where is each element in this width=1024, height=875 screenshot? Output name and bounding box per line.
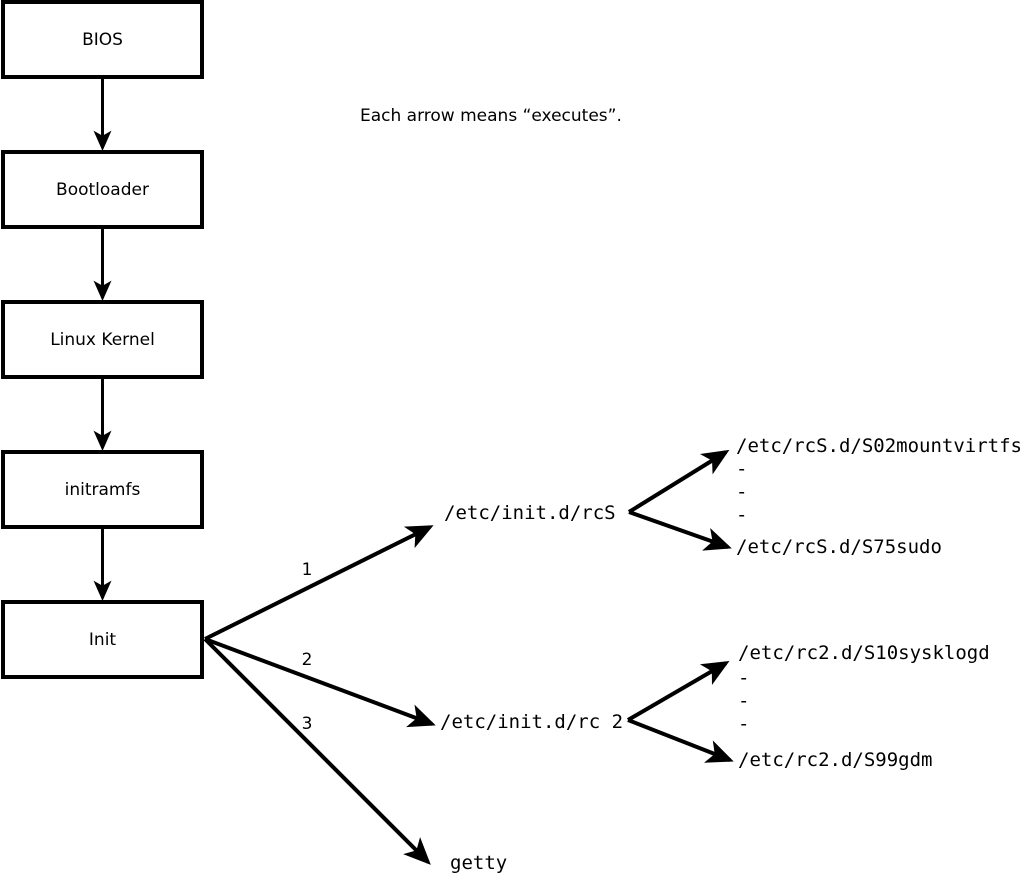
caption-text: Each arrow means “executes”.: [360, 106, 622, 126]
label-etc-init-d-rc2: /etc/init.d/rc 2: [440, 711, 623, 733]
label-rc2-last-script: /etc/rc2.d/S99gdm: [738, 749, 932, 771]
node-bootloader[interactable]: Bootloader: [1, 150, 204, 229]
node-bootloader-box[interactable]: [1, 150, 204, 229]
node-kernel[interactable]: Linux Kernel: [1, 300, 204, 379]
node-kernel-label: Linux Kernel: [50, 330, 155, 350]
rcs-ellipsis-dash-3: -: [736, 504, 747, 526]
label-rcs-last-script: /etc/rcS.d/S75sudo: [736, 536, 942, 558]
label-etc-init-d-rcs: /etc/init.d/rcS: [444, 502, 616, 524]
label-rcs-first-script: /etc/rcS.d/S02mountvirtfs: [736, 435, 1022, 457]
label-getty: getty: [450, 852, 507, 874]
edge-rcs-to-last-script: [628, 510, 732, 551]
node-init[interactable]: Init: [1, 600, 204, 679]
node-initramfs-box[interactable]: [1, 450, 204, 529]
node-initramfs-label: initramfs: [65, 480, 141, 500]
node-init-label: Init: [89, 630, 117, 650]
rc2-ellipsis-dash-1: -: [738, 667, 749, 689]
node-init-box[interactable]: [1, 600, 204, 679]
node-bios-label: BIOS: [82, 30, 123, 50]
edge-init-to-rc2: [204, 637, 436, 728]
edge-rc2-to-last-script: [627, 718, 734, 763]
node-bootloader-label: Bootloader: [56, 180, 149, 200]
rcs-ellipsis-dash-1: -: [736, 458, 747, 480]
edge-init-to-getty: [203, 637, 431, 865]
label-rc2-first-script: /etc/rc2.d/S10sysklogd: [738, 642, 990, 664]
node-kernel-box[interactable]: [1, 300, 204, 379]
edge-init-to-rcs: [204, 525, 434, 641]
edge-rc2-to-first-script: [626, 660, 730, 722]
edge-label-1: 1: [302, 560, 313, 580]
node-bios-box[interactable]: [1, 0, 204, 79]
rc2-ellipsis-dash-2: -: [738, 690, 749, 712]
edge-rcs-to-first-script: [627, 449, 730, 514]
node-bios[interactable]: BIOS: [1, 0, 204, 79]
node-initramfs[interactable]: initramfs: [1, 450, 204, 529]
rc2-ellipsis-dash-3: -: [738, 713, 749, 735]
edge-label-2: 2: [302, 650, 313, 670]
rcs-ellipsis-dash-2: -: [736, 481, 747, 503]
edge-label-3: 3: [302, 714, 313, 734]
